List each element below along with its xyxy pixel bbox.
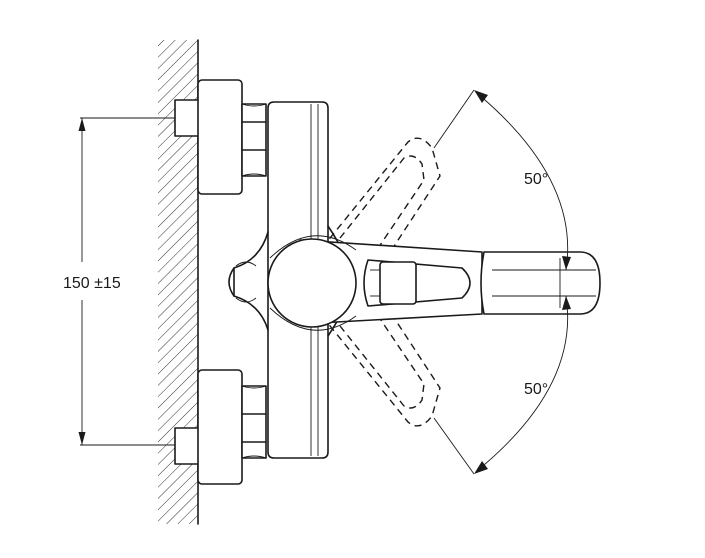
ghost-handle-lower bbox=[321, 277, 441, 427]
angle-lower-label: 50° bbox=[524, 381, 548, 398]
height-dimension-label: 150 ±15 bbox=[63, 275, 121, 292]
height-dimension: 150 ±15 bbox=[63, 117, 175, 446]
cartridge-knob bbox=[267, 235, 357, 331]
angle-extension-lines bbox=[433, 89, 475, 475]
angle-upper-label: 50° bbox=[524, 171, 548, 188]
ghost-handle-upper bbox=[321, 137, 441, 287]
angle-dimension-arc: 50° 50° bbox=[474, 90, 571, 474]
upper-wall-fitting bbox=[174, 79, 267, 195]
lower-wall-fitting bbox=[174, 369, 267, 485]
